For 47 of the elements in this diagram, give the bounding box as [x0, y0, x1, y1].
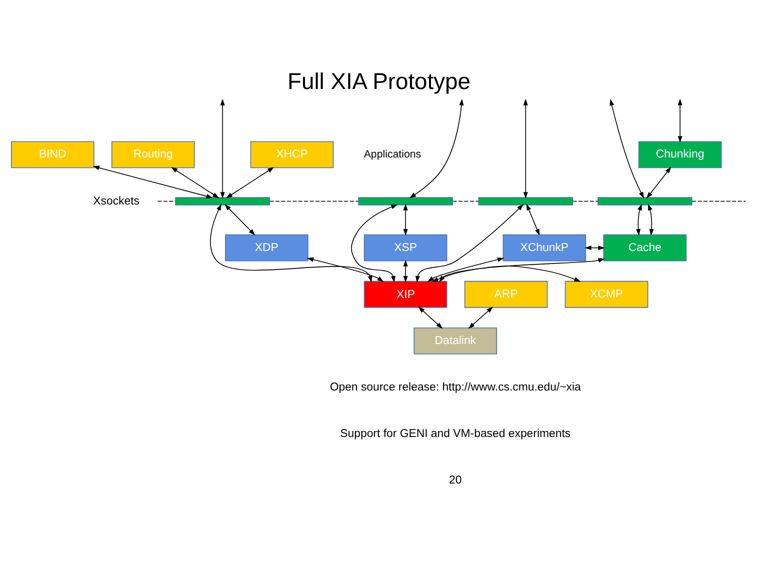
arrow: [418, 306, 443, 329]
connector: [269, 200, 359, 202]
arrow: [220, 98, 225, 199]
node-box: XCMP: [564, 280, 648, 308]
arrow: [226, 167, 274, 198]
node-box: Chunking: [638, 141, 722, 168]
node-box: XIP: [364, 280, 448, 308]
connector: [452, 200, 480, 202]
node-box: XSP: [364, 234, 448, 262]
node-bar: [175, 197, 270, 206]
label: Applications: [364, 148, 422, 160]
label: Support for GENI and VM-based experiments: [340, 428, 571, 440]
arrow: [403, 204, 408, 236]
arrow: [210, 204, 372, 283]
node-box: XDP: [225, 234, 308, 262]
diagram-title: Full XIA Prototype: [288, 68, 470, 94]
connector: [157, 200, 176, 202]
arrow: [648, 204, 654, 236]
arrow: [92, 166, 213, 198]
node-bar: [478, 197, 574, 206]
node-box: Datalink: [414, 327, 498, 354]
node-box: Cache: [603, 234, 687, 262]
arrow: [646, 166, 672, 199]
arrow: [403, 260, 408, 283]
node-bar: [358, 197, 453, 206]
arrow: [307, 257, 384, 282]
arrow: [351, 204, 398, 283]
node-box: BIND: [10, 141, 94, 168]
arrow: [523, 98, 528, 199]
label: Open source release: http://www.cs.cmu.edu/~xia: [330, 382, 581, 394]
arrow: [224, 204, 256, 236]
arrow: [171, 167, 220, 198]
arrow: [409, 98, 464, 198]
label: 20: [449, 474, 462, 487]
connector: [692, 200, 746, 202]
arrow: [526, 204, 540, 236]
arrow: [468, 306, 494, 329]
node-box: ARP: [464, 280, 548, 308]
node-box: XHCP: [250, 141, 334, 168]
arrow: [636, 204, 642, 236]
arrow: [678, 98, 682, 143]
arrow: [610, 98, 644, 199]
node-box: Routing: [111, 141, 195, 168]
node-bar: [598, 197, 692, 206]
node-text: Xsockets: [93, 195, 140, 208]
node-box: XChunkP: [502, 234, 586, 262]
connector: [572, 200, 598, 202]
